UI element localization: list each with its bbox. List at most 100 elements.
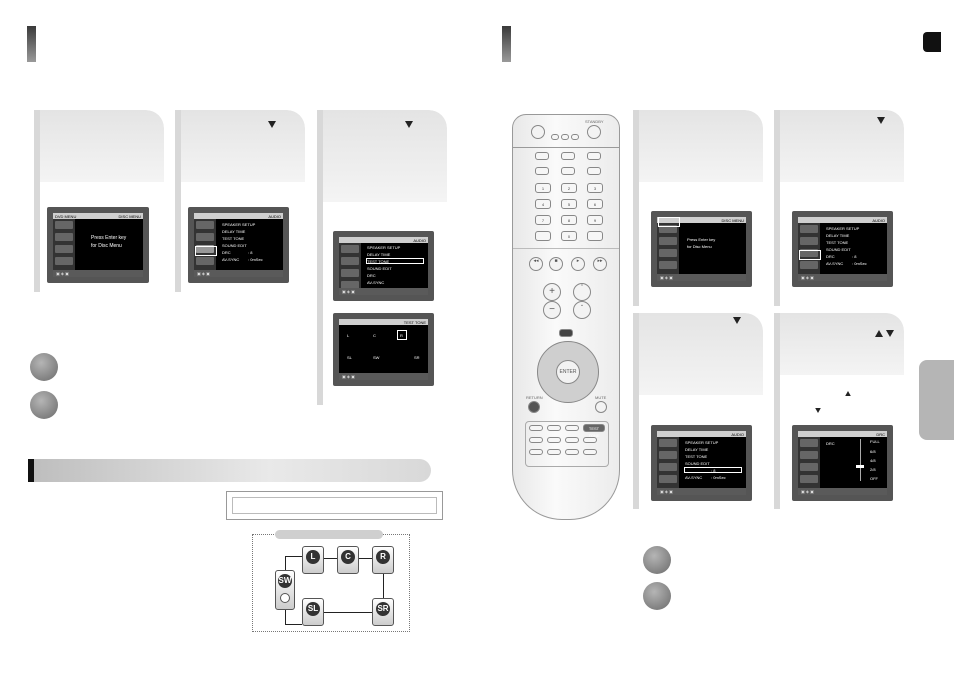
tuner-source-button[interactable] bbox=[561, 167, 575, 175]
step-card-2 bbox=[175, 110, 305, 292]
number-2-button[interactable]: 2 bbox=[561, 183, 577, 193]
remote-small-button[interactable] bbox=[565, 449, 579, 455]
stop-button[interactable]: ■ bbox=[549, 257, 563, 271]
speaker-sw: SW bbox=[275, 570, 295, 610]
step-button[interactable] bbox=[535, 152, 549, 160]
mute-button[interactable] bbox=[595, 401, 607, 413]
speaker-l-icon: L bbox=[347, 333, 350, 338]
play-pause-button[interactable]: ▸ bbox=[571, 257, 585, 271]
remote-small-button[interactable] bbox=[529, 449, 543, 455]
remote-small-button[interactable] bbox=[583, 449, 597, 455]
number-6-button[interactable]: 6 bbox=[587, 199, 603, 209]
tuning-up-button[interactable]: ⌃ bbox=[573, 283, 591, 301]
tv-screen-sound-edit: AUDIO SPEAKER SETUP DELAY TIME TEST TONE… bbox=[651, 425, 752, 501]
arrow-line bbox=[324, 558, 337, 559]
speaker-sr-icon: SR bbox=[414, 355, 420, 360]
speaker-sl-icon: SL bbox=[347, 355, 352, 360]
number-4-button[interactable]: 4 bbox=[535, 199, 551, 209]
remote-small-button[interactable] bbox=[547, 449, 561, 455]
tv-video-button[interactable] bbox=[587, 152, 601, 160]
dvd-button[interactable] bbox=[551, 134, 559, 140]
remote-small-button[interactable] bbox=[583, 437, 597, 443]
info-button[interactable] bbox=[559, 329, 573, 337]
speaker-r: R bbox=[372, 546, 394, 574]
standby-button[interactable] bbox=[587, 125, 601, 139]
down-arrow-icon bbox=[877, 117, 885, 124]
tv-screen-disc-menu: DISC MENU Press Enter key for Disc Menu … bbox=[651, 211, 752, 287]
remote-control: STANDBY 1 2 3 4 5 6 7 8 9 0 ◂◂ ■ ▸ ▸▸ + … bbox=[512, 114, 620, 520]
menu-button[interactable] bbox=[561, 152, 575, 160]
speaker-sr: SR bbox=[372, 598, 394, 626]
volume-down-button[interactable]: − bbox=[543, 301, 561, 319]
test-tone-button[interactable]: TEST TONE bbox=[583, 424, 605, 438]
step-circle-1 bbox=[30, 353, 58, 381]
right-title-marker bbox=[502, 26, 511, 62]
speaker-r-icon: R bbox=[400, 333, 403, 338]
number-5-button[interactable]: 5 bbox=[561, 199, 577, 209]
section-header-marker bbox=[28, 459, 34, 482]
remote-small-button[interactable] bbox=[565, 425, 579, 431]
number-7-button[interactable]: 7 bbox=[535, 215, 551, 225]
step-circle-1 bbox=[643, 546, 671, 574]
forward-button[interactable]: ▸▸ bbox=[593, 257, 607, 271]
down-arrow-icon bbox=[733, 317, 741, 324]
arrow-line bbox=[285, 556, 286, 570]
speaker-c-icon: C bbox=[373, 333, 376, 338]
dvd-source-button[interactable] bbox=[535, 167, 549, 175]
cancel-button[interactable] bbox=[587, 231, 603, 241]
up-arrow-icon bbox=[845, 391, 851, 396]
aux-button[interactable] bbox=[571, 134, 579, 140]
down-arrow-icon bbox=[268, 121, 276, 128]
left-title-marker bbox=[27, 26, 36, 62]
number-8-button[interactable]: 8 bbox=[561, 215, 577, 225]
right-step-card-4 bbox=[774, 313, 904, 509]
number-0-button[interactable]: 0 bbox=[561, 231, 577, 241]
arrow-line bbox=[383, 574, 384, 598]
arrow-line bbox=[285, 610, 286, 624]
tv-screen-audio-menu: AUDIO SPEAKER SETUP DELAY TIME TEST TONE… bbox=[188, 207, 289, 283]
right-step-card-3 bbox=[633, 313, 763, 509]
step-card-3 bbox=[317, 110, 447, 405]
step-circle-2 bbox=[643, 582, 671, 610]
remote-small-button[interactable] bbox=[529, 437, 543, 443]
side-tab bbox=[919, 360, 954, 440]
remain-button[interactable] bbox=[535, 231, 551, 241]
speaker-l: L bbox=[302, 546, 324, 574]
volume-up-button[interactable]: + bbox=[543, 283, 561, 301]
out-button[interactable] bbox=[531, 125, 545, 139]
arrow-line bbox=[285, 556, 302, 557]
number-1-button[interactable]: 1 bbox=[535, 183, 551, 193]
step-card-1 bbox=[34, 110, 164, 292]
remote-small-button[interactable] bbox=[547, 425, 561, 431]
remote-small-button[interactable] bbox=[529, 425, 543, 431]
rewind-button[interactable]: ◂◂ bbox=[529, 257, 543, 271]
arrow-line bbox=[324, 612, 372, 613]
tuner-button[interactable] bbox=[561, 134, 569, 140]
arrow-line bbox=[359, 558, 372, 559]
tuning-down-button[interactable]: ⌄ bbox=[573, 301, 591, 319]
tv-screen-audio-test-tone: AUDIO SPEAKER SETUP DELAY TIME TEST TONE… bbox=[333, 231, 434, 301]
note-box bbox=[226, 491, 443, 520]
chapter-tab bbox=[923, 32, 941, 52]
right-step-card-1 bbox=[633, 110, 763, 306]
aux-source-button[interactable] bbox=[587, 167, 601, 175]
down-arrow-icon bbox=[405, 121, 413, 128]
step-circle-2 bbox=[30, 391, 58, 419]
tv-screen-audio-menu: AUDIO SPEAKER SETUP DELAY TIME TEST TONE… bbox=[792, 211, 893, 287]
tv-screen-test-tone: TEST TONE L C R SL SW SR ▣ ◈ ▣ bbox=[333, 313, 434, 386]
arrow-line bbox=[285, 624, 302, 625]
enter-button[interactable]: ENTER bbox=[556, 360, 580, 384]
remote-small-button[interactable] bbox=[565, 437, 579, 443]
remote-small-button[interactable] bbox=[547, 437, 561, 443]
return-button[interactable] bbox=[528, 401, 540, 413]
up-arrow-icon bbox=[875, 330, 883, 337]
tv-screen-drc: DRC DRC FULL 6/8 4/8 2/8 OFF ▣ ◈ ▣ bbox=[792, 425, 893, 501]
speaker-sl: SL bbox=[302, 598, 324, 626]
number-9-button[interactable]: 9 bbox=[587, 215, 603, 225]
down-arrow-icon bbox=[886, 330, 894, 337]
number-3-button[interactable]: 3 bbox=[587, 183, 603, 193]
speaker-diagram bbox=[252, 530, 410, 632]
section-header-bar bbox=[28, 459, 431, 482]
speaker-c: C bbox=[337, 546, 359, 574]
